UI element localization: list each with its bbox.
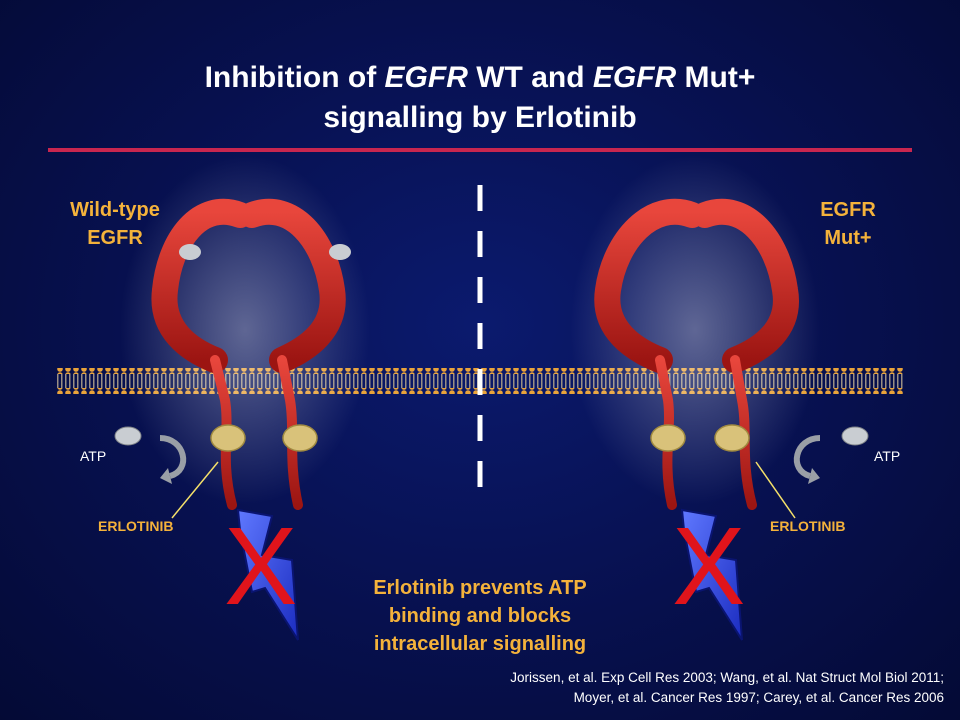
right-label-line-1: EGFR — [820, 199, 876, 221]
right-atp-molecule — [841, 426, 869, 446]
caption-line-3: intracellular signalling — [373, 633, 587, 655]
slide-title: Inhibition of EGFR WT and EGFR Mut+ sign… — [0, 58, 960, 138]
left-curved-arrow-icon — [159, 435, 187, 484]
title-line-1: Inhibition of EGFR WT and EGFR Mut+ — [0, 58, 960, 98]
left-atp-molecule — [114, 426, 142, 446]
right-erlotinib-molecules — [650, 424, 750, 452]
references: Jorissen, et al. Exp Cell Res 2003; Wang… — [384, 668, 944, 708]
right-curved-arrow-icon — [793, 435, 821, 484]
right-label-line-2: Mut+ — [824, 227, 872, 249]
left-atp-label: ATP — [80, 448, 107, 464]
center-caption: Erlotinib prevents ATP binding and block… — [330, 574, 630, 658]
title-text-suffix: Mut+ — [676, 61, 756, 94]
caption-line-1: Erlotinib prevents ATP — [373, 577, 587, 599]
caption-line-2: binding and blocks — [388, 605, 572, 627]
right-erlotinib-label: ERLOTINIB — [770, 518, 846, 534]
left-erlotinib-label: ERLOTINIB — [98, 518, 174, 534]
left-label-line-1: Wild-type — [70, 199, 160, 221]
title-text-mid: WT and — [467, 61, 593, 94]
left-label-line-2: EGFR — [87, 227, 143, 249]
left-signal-bolt-icon — [236, 508, 299, 641]
title-line-2: signalling by Erlotinib — [323, 101, 637, 134]
reference-line-1: Jorissen, et al. Exp Cell Res 2003; Wang… — [510, 670, 944, 685]
right-signal-bolt-icon — [680, 508, 743, 641]
left-receptor-label: Wild-type EGFR — [52, 196, 178, 252]
right-block-cross-icon: X — [672, 505, 746, 628]
title-underline — [48, 148, 912, 152]
reference-line-2: Moyer, et al. Cancer Res 1997; Carey, et… — [573, 690, 944, 705]
right-receptor-label: EGFR Mut+ — [800, 196, 896, 252]
title-gene-1: EGFR — [384, 61, 468, 94]
title-text-prefix: Inhibition of — [204, 61, 385, 94]
left-erlotinib-molecules — [210, 424, 318, 452]
right-erlotinib-pointer — [755, 461, 796, 519]
left-ligand-blobs — [179, 244, 351, 260]
title-gene-2: EGFR — [592, 61, 677, 94]
right-atp-label: ATP — [874, 448, 901, 464]
left-block-cross-icon: X — [224, 505, 298, 628]
left-erlotinib-pointer — [171, 461, 219, 519]
